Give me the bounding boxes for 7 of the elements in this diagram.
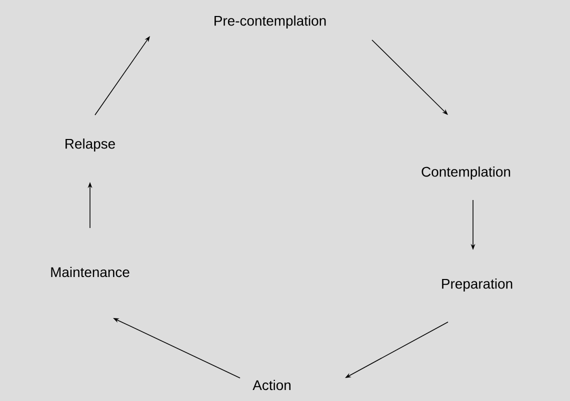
stage-label: Action	[252, 380, 290, 390]
stage-label: Contemplation	[422, 166, 510, 180]
arrow	[372, 40, 448, 115]
stage-label: Preparation	[442, 278, 512, 292]
stage-label: Relapse	[66, 138, 115, 152]
stage-label: Maintenance	[51, 266, 130, 278]
stage-label: Pre-contemplation	[214, 16, 326, 28]
